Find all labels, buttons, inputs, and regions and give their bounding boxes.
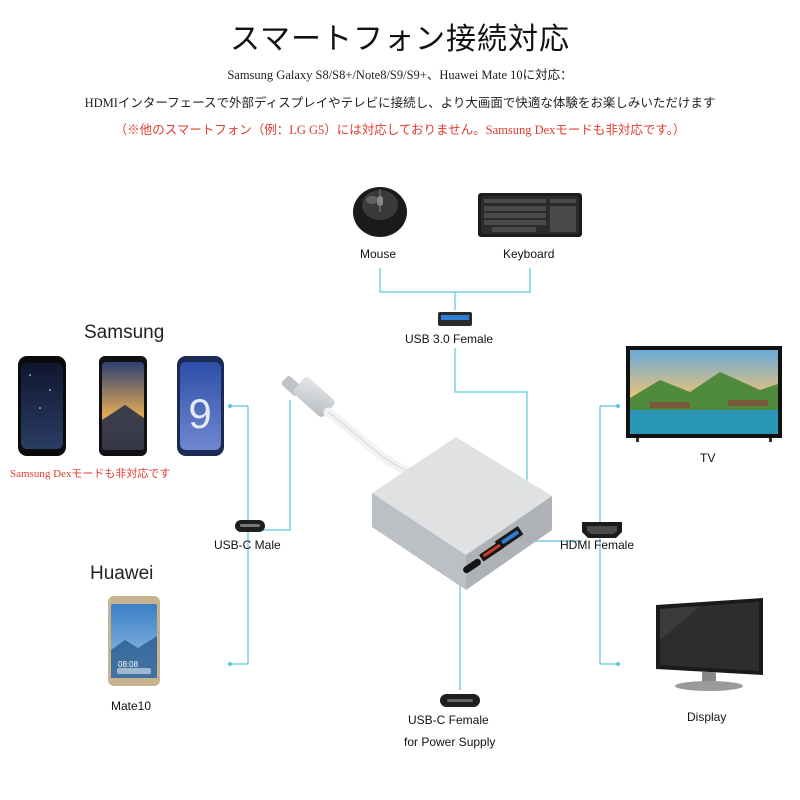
- tv-icon: [626, 346, 782, 442]
- hdmi-label: HDMI Female: [560, 538, 635, 552]
- huawei-brand-label: Huawei: [90, 563, 154, 584]
- huawei-model-label: Mate10: [111, 699, 152, 713]
- usbc-female-label: USB-C Female: [408, 713, 489, 727]
- adapter-hub-icon: [281, 376, 552, 590]
- usb3-label: USB 3.0 Female: [405, 332, 494, 346]
- samsung-s8-phone-icon: [18, 356, 66, 456]
- svg-text:9: 9: [188, 390, 211, 437]
- display-icon: [656, 598, 763, 691]
- connector-dots: [228, 404, 620, 666]
- description-line: HDMIインターフェースで外部ディスプレイやテレビに接続し、より大画面で快適な体…: [84, 96, 716, 110]
- warning-line: （※他のスマートフォン（例：LG G5）には対応しておりません。Samsung …: [114, 123, 686, 137]
- samsung-note8-phone-icon: [99, 356, 147, 456]
- samsung-brand-label: Samsung: [84, 322, 165, 343]
- display-label: Display: [687, 710, 727, 724]
- samsung-dex-note: Samsung Dexモードも非対応です: [10, 468, 171, 480]
- mouse-label: Mouse: [360, 247, 397, 261]
- samsung-s9-phone-icon: 9: [177, 356, 224, 456]
- mouse-icon: [353, 187, 407, 237]
- keyboard-label: Keyboard: [503, 247, 555, 261]
- usbc-male-label: USB-C Male: [214, 538, 281, 552]
- power-supply-label: for Power Supply: [404, 735, 496, 749]
- huawei-mate10-phone-icon: [108, 596, 160, 686]
- keyboard-icon: [478, 193, 582, 237]
- usbc-male-icon: [235, 520, 265, 532]
- usb-port-icon: [438, 312, 472, 326]
- phone-clock: 08:08: [118, 660, 139, 669]
- tv-label: TV: [700, 451, 716, 465]
- usbc-female-icon: [440, 694, 480, 707]
- compat-line: Samsung Galaxy S8/S8+/Note8/S9/S9+、Huawe…: [227, 68, 573, 82]
- hdmi-port-icon: [582, 522, 622, 538]
- page-title: スマートフォン接続対応: [229, 22, 571, 57]
